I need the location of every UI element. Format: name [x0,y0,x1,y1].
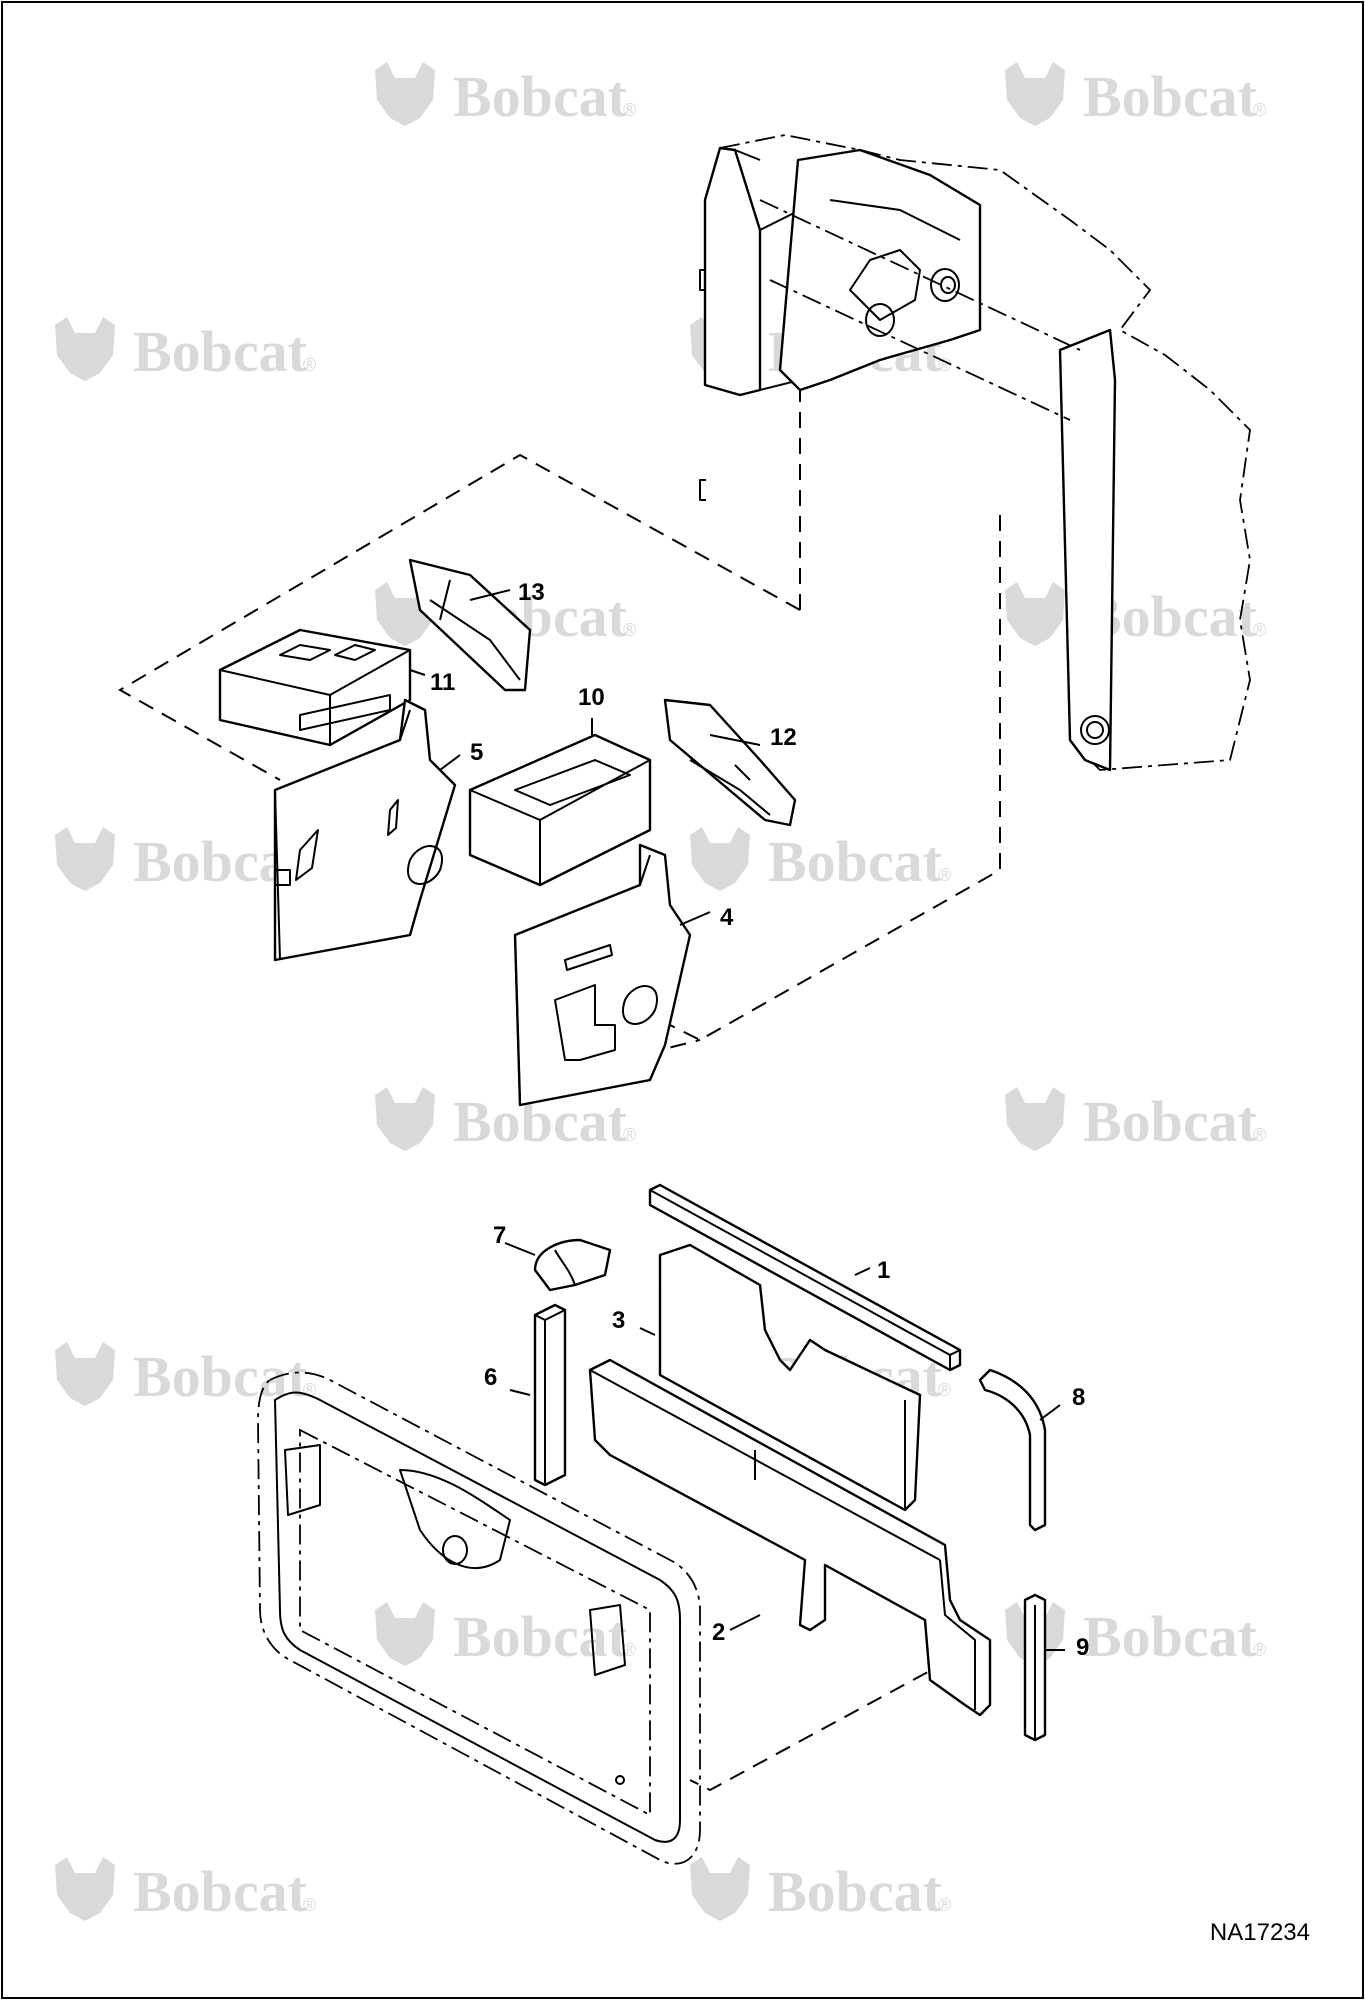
callout-4: 4 [720,904,734,931]
bobcat-watermark: Bobcat® [375,62,636,129]
watermark-text: Bobcat [133,1344,308,1409]
watermark-text: Bobcat [453,64,628,129]
watermark-registered-mark: ® [623,100,636,120]
watermark-registered-mark: ® [623,1125,636,1145]
bobcat-watermark: Bobcat® [1005,1087,1266,1154]
watermark-registered-mark: ® [1253,100,1266,120]
figure-id-label: NA17234 [1210,1919,1310,1946]
bobcat-head-logo-icon [55,827,115,891]
part-6-vertical-strip [533,1303,567,1487]
assembly-guide-lines [117,390,1001,1792]
watermark-registered-mark: ® [938,355,951,375]
watermark-registered-mark: ® [938,1380,951,1400]
bobcat-watermark: Bobcat® [1005,582,1266,649]
bobcat-watermark: Bobcat® [1005,62,1266,129]
watermark-registered-mark: ® [1253,1125,1266,1145]
bobcat-watermark: Bobcat® [55,1857,316,1924]
bobcat-watermark: Bobcat® [690,827,951,894]
part-10-insulation-block [468,733,652,887]
callout-2: 2 [712,1619,725,1646]
bobcat-head-logo-icon [55,1857,115,1921]
watermark-text: Bobcat [1083,1089,1258,1154]
bobcat-head-logo-icon [375,1602,435,1666]
bobcat-head-logo-icon [55,1342,115,1406]
bobcat-watermark: Bobcat® [55,1342,316,1409]
bobcat-watermark: Bobcat® [375,1602,636,1669]
watermark-text: Bobcat [768,829,943,894]
watermark-registered-mark: ® [938,1895,951,1915]
callout-10: 10 [578,684,605,711]
part-8-corner-seal [978,1368,1047,1532]
part-9-vertical-seal [1023,1593,1047,1742]
bobcat-watermark: Bobcat® [690,1857,951,1924]
callout-labels: 13 11 10 12 5 4 1 3 7 6 8 9 2 [430,579,1089,1661]
watermark-text: Bobcat [1083,1604,1258,1669]
callout-leader-lines [409,589,1065,1651]
callout-1: 1 [877,1257,890,1284]
bobcat-watermark: Bobcat® [375,1087,636,1154]
callout-11: 11 [430,669,455,696]
part-11-insulation-block [218,628,412,747]
callout-6: 6 [484,1364,497,1391]
part-1-seal-strip [648,1183,962,1372]
bobcat-head-logo-icon [375,1087,435,1151]
bobcat-head-logo-icon [375,62,435,126]
part-5-side-panel [273,698,457,962]
watermark-registered-mark: ® [303,1895,316,1915]
watermark-text: Bobcat [768,1859,943,1924]
part-2-insulation-panel [588,1358,992,1717]
watermark-text: Bobcat [133,319,308,384]
bobcat-head-logo-icon [55,317,115,381]
part-7-insulation-cap [533,1238,612,1292]
part-13-insulation-wedge [408,558,532,692]
part-4-side-panel [513,843,692,1107]
bobcat-head-logo-icon [1005,1087,1065,1151]
part-3-insulation-pad [658,1243,922,1512]
watermark-registered-mark: ® [623,620,636,640]
watermark-text: Bobcat [453,1604,628,1669]
cab-door-frame [257,1371,701,1865]
callout-3: 3 [612,1307,625,1334]
callout-8: 8 [1072,1384,1085,1411]
watermark-registered-mark: ® [303,355,316,375]
watermark-registered-mark: ® [623,1640,636,1660]
watermark-registered-mark: ® [1253,620,1266,640]
callout-12: 12 [770,724,797,751]
bobcat-head-logo-icon [690,1857,750,1921]
bobcat-head-logo-icon [690,827,750,891]
bobcat-head-logo-icon [1005,582,1065,646]
bobcat-watermark: Bobcat® [55,317,316,384]
watermark-text: Bobcat [133,1859,308,1924]
watermark-registered-mark: ® [938,865,951,885]
callout-5: 5 [470,739,483,766]
watermark-registered-mark: ® [1253,1640,1266,1660]
watermark-text: Bobcat [1083,64,1258,129]
callout-9: 9 [1076,1634,1089,1661]
cab-frame-outline [699,134,1251,772]
callout-7: 7 [493,1222,506,1249]
part-12-insulation-wedge [663,698,797,827]
bobcat-head-logo-icon [1005,62,1065,126]
callout-13: 13 [518,579,545,606]
